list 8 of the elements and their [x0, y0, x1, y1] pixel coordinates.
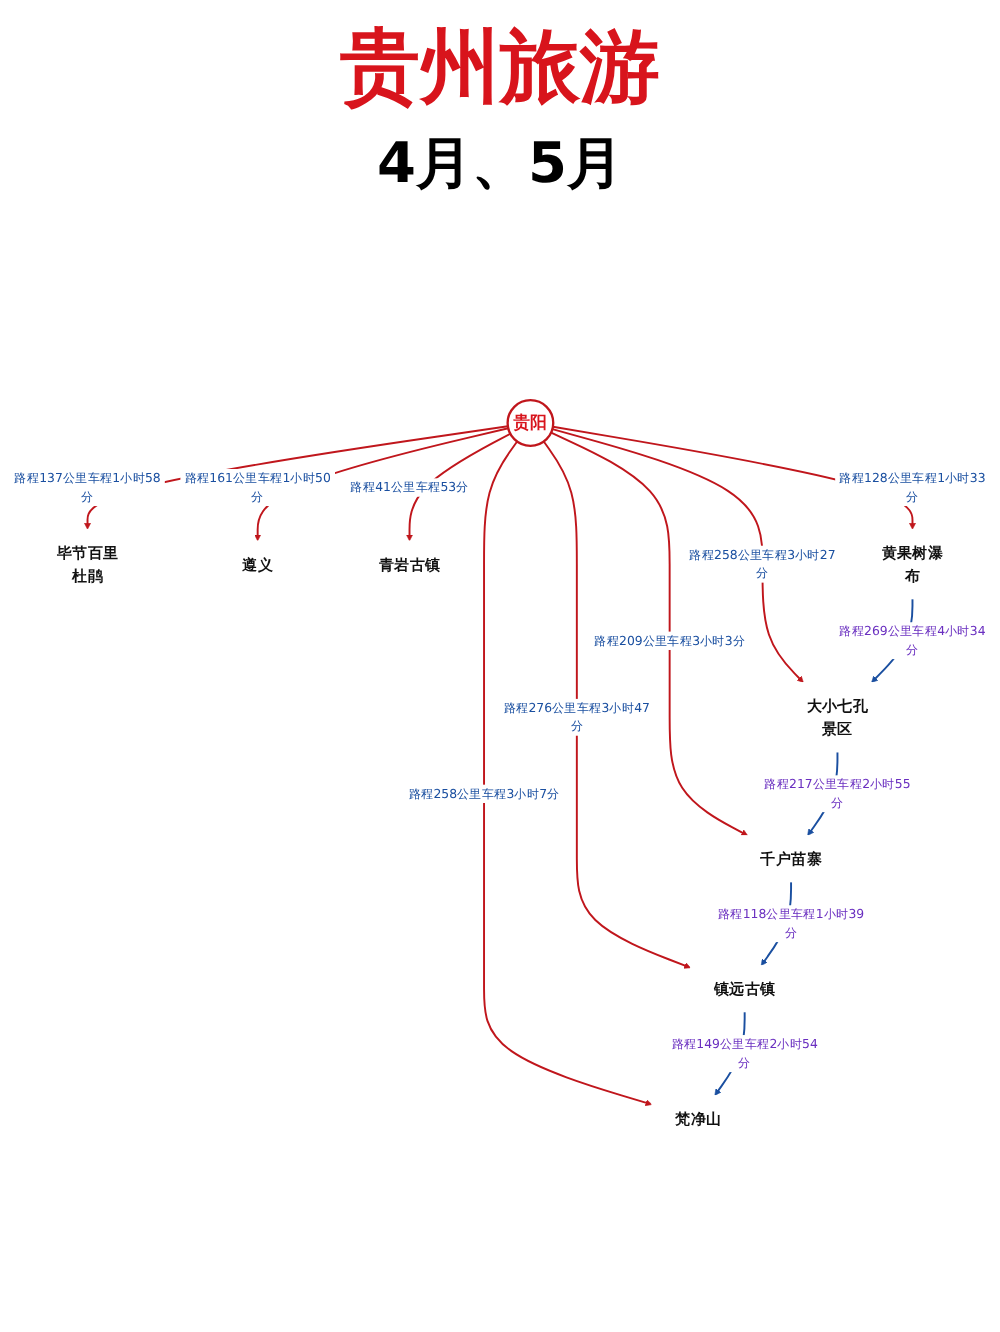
arrow — [542, 440, 691, 969]
title: 贵州旅游 — [340, 20, 660, 118]
arrow — [483, 440, 653, 1107]
subtitle: 4月、5月 — [377, 128, 623, 200]
arrow — [550, 431, 748, 836]
node-circle: 贵阳 — [506, 399, 555, 447]
arrow — [551, 428, 804, 683]
arrow — [84, 425, 509, 530]
